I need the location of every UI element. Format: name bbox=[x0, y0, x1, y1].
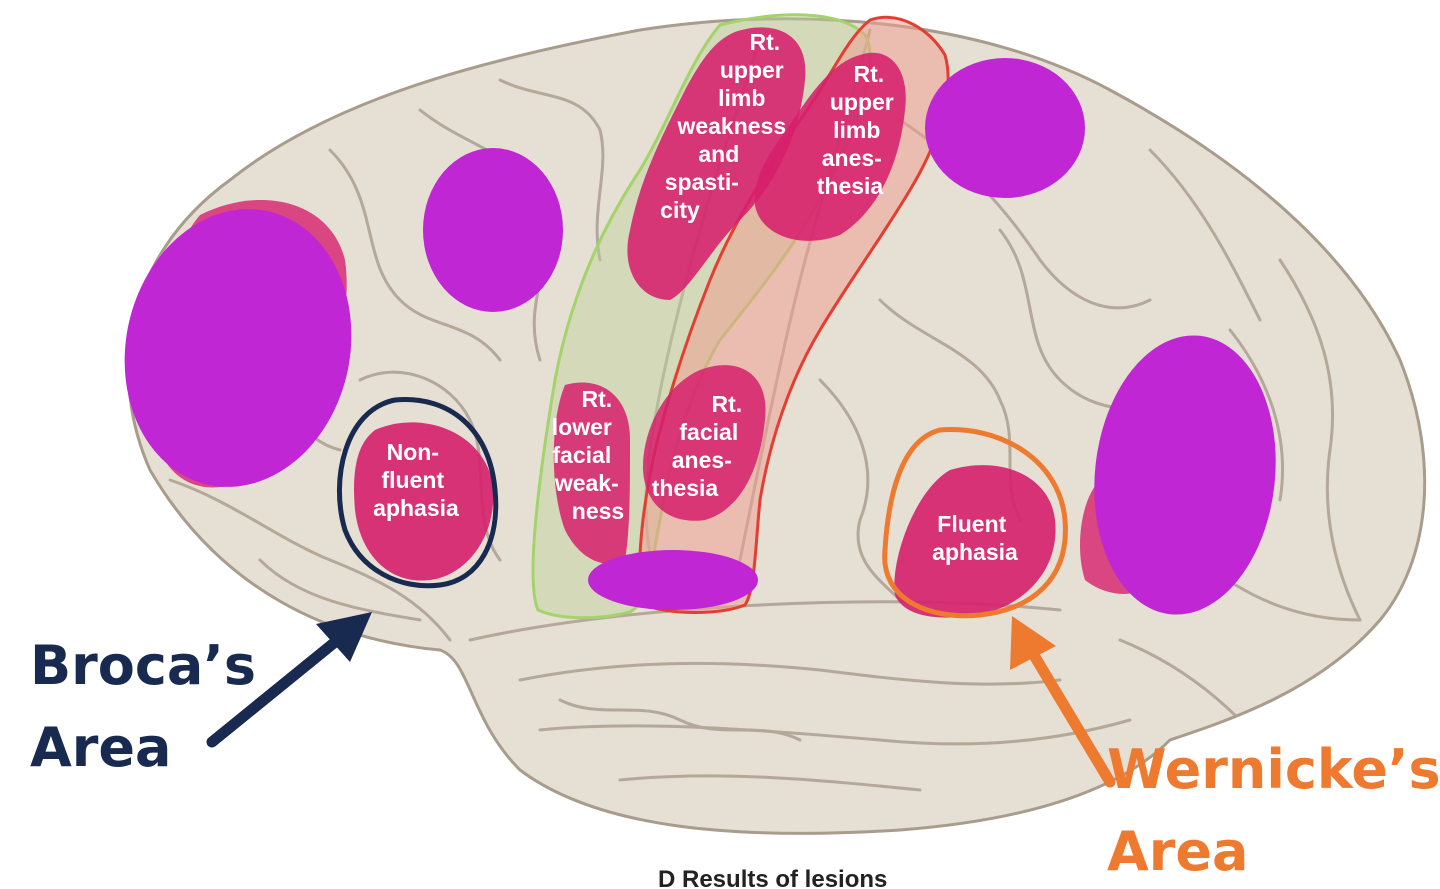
lesion-patch bbox=[754, 52, 906, 241]
wernicke-arrow bbox=[1010, 616, 1116, 788]
lesion-fluent-aphasia: Fluent aphasia bbox=[894, 465, 1056, 618]
lesion-patch bbox=[354, 422, 494, 581]
lesion-label: Rt. facial anes- thesia bbox=[652, 391, 749, 501]
wernicke-area-outline bbox=[882, 427, 1068, 619]
overlay-oval-frontal bbox=[124, 209, 352, 487]
broca-area-outline bbox=[337, 397, 499, 589]
lesion-label: Rt. upper limb weakness and spasti- city bbox=[660, 29, 792, 223]
lesion-patch bbox=[627, 27, 806, 300]
overlay-oval-premotor bbox=[423, 148, 563, 312]
lesion-nonfluent-aphasia: Non- fluent aphasia bbox=[354, 422, 494, 581]
lesion-lower-facial-weakness: Rt. lower facial weak- ness bbox=[552, 382, 630, 564]
lesion-patch bbox=[553, 382, 630, 564]
overlay-oval-occipital bbox=[1094, 335, 1276, 615]
broca-label: Broca’s Area bbox=[30, 634, 275, 779]
lesion-label: Fluent aphasia bbox=[932, 511, 1018, 565]
lesion-upper-limb-anesthesia: Rt. upper limb anes- thesia bbox=[754, 52, 906, 241]
lesion-label: Rt. upper limb anes- thesia bbox=[817, 61, 900, 199]
wernicke-label: Wernicke’s Area bbox=[1107, 738, 1440, 883]
lesion-patch bbox=[894, 465, 1056, 618]
overlay-oval-parietal bbox=[925, 58, 1085, 198]
lesion-facial-anesthesia: Rt. facial anes- thesia bbox=[642, 365, 766, 521]
lesion-upper-limb-weakness: Rt. upper limb weakness and spasti- city bbox=[627, 27, 806, 300]
lesion-label: Rt. lower facial weak- ness bbox=[552, 386, 625, 524]
lesion-label: Non- fluent aphasia bbox=[373, 439, 459, 521]
figure-caption: D Results of lesions bbox=[658, 866, 887, 889]
broca-arrow bbox=[206, 612, 372, 748]
overlay-oval-sylvian bbox=[588, 550, 758, 610]
lesion-patch bbox=[642, 365, 766, 521]
